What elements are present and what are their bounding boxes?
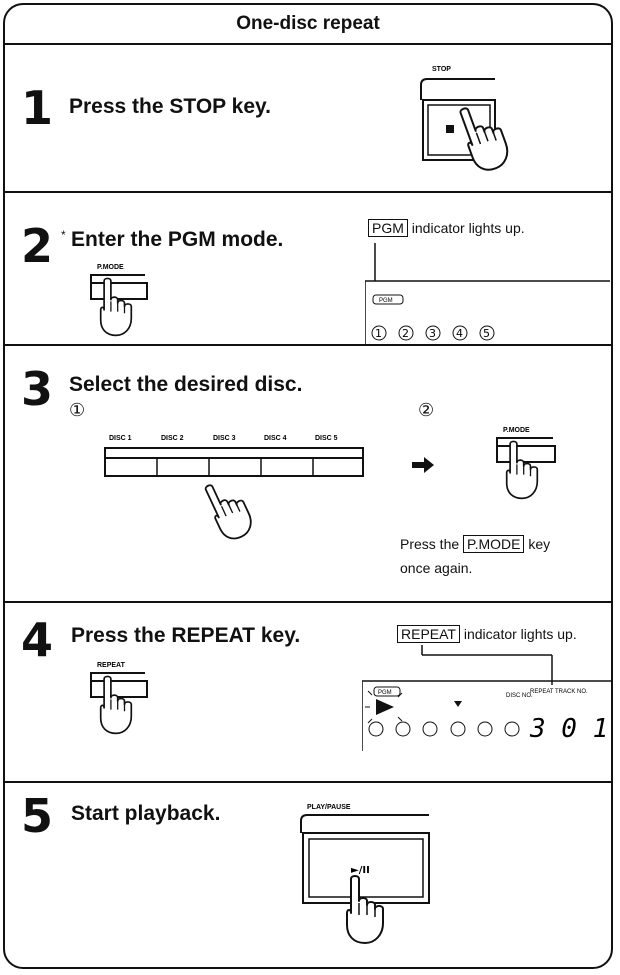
pmode-key-label: P.MODE xyxy=(503,427,530,434)
disc-no-label: DISC NO. xyxy=(506,693,533,699)
play-pause-symbol: ►/II xyxy=(351,865,370,876)
step-number: 5 xyxy=(21,789,54,843)
disc-number: 3 xyxy=(429,327,436,340)
disc-number: 4 xyxy=(456,327,463,340)
step-2: 2 * Enter the PGM mode. PGM indicator li… xyxy=(5,193,611,346)
disc-3-label: DISC 3 xyxy=(213,435,236,442)
disc-5-label: DISC 5 xyxy=(315,435,338,442)
pmode-key-illustration[interactable]: P.MODE xyxy=(491,420,591,510)
play-indicator-icon xyxy=(376,699,394,715)
step-number: 2 xyxy=(21,219,54,273)
step-4: 4 Press the REPEAT key. REPEAT indicator… xyxy=(5,603,611,783)
step-heading: Press the REPEAT key. xyxy=(71,624,301,647)
pointing-hand-icon xyxy=(200,474,258,545)
arrow-right-icon xyxy=(412,457,434,473)
footnote-mark: * xyxy=(61,228,66,242)
pgm-display-illustration: PGM 1 2 3 4 5 xyxy=(365,243,610,344)
disc-2-label: DISC 2 xyxy=(161,435,184,442)
disc-number: 5 xyxy=(483,327,490,340)
pmode-key-label: P.MODE xyxy=(97,264,124,271)
pmode-key-illustration[interactable]: P.MODE xyxy=(85,259,185,344)
step-heading: Press the STOP key. xyxy=(69,95,271,118)
repeat-key-illustration[interactable]: REPEAT xyxy=(85,659,185,749)
indicator-note: PGM indicator lights up. xyxy=(368,219,525,237)
display-pgm-label: PGM xyxy=(378,690,392,696)
indicator-note: REPEAT indicator lights up. xyxy=(397,625,577,643)
selected-disc-marker-icon xyxy=(454,701,462,707)
pmode-key-box: P.MODE xyxy=(463,535,525,553)
step-number: 1 xyxy=(21,81,54,135)
track-readout: 3 0 1 xyxy=(529,714,608,744)
stop-key-label: STOP xyxy=(432,66,451,73)
disc-keys-illustration[interactable]: DISC 1 DISC 2 DISC 3 DISC 4 DISC 5 xyxy=(101,432,371,552)
display-pgm-label: PGM xyxy=(379,298,393,304)
step-heading: Enter the PGM mode. xyxy=(71,228,284,251)
step-5: 5 Start playback. PLAY/PAUSE ►/II xyxy=(5,783,611,967)
repeat-display-illustration: PGM DISC NO. REPEAT TRACK NO. 3 0 1 xyxy=(362,645,611,751)
press-pmode-note: Press the P.MODE key once again. xyxy=(400,535,551,576)
step-1: 1 Press the STOP key. STOP xyxy=(5,43,611,193)
disc-number: 2 xyxy=(402,327,409,340)
stop-key-illustration[interactable]: STOP xyxy=(415,55,555,190)
play-pause-key-label: PLAY/PAUSE xyxy=(307,804,351,811)
play-pause-key-illustration[interactable]: PLAY/PAUSE ►/II xyxy=(295,797,435,965)
instruction-frame: One-disc repeat 1 Press the STOP key. ST… xyxy=(3,3,613,969)
substep-1-marker: ① xyxy=(69,400,86,421)
disc-4-label: DISC 4 xyxy=(264,435,287,442)
page-title: One-disc repeat xyxy=(5,5,611,45)
repeat-key-label: REPEAT xyxy=(97,662,126,669)
pgm-indicator-box: PGM xyxy=(368,219,408,237)
step-number: 4 xyxy=(21,613,54,667)
disc-1-label: DISC 1 xyxy=(109,435,132,442)
step-3: 3 Select the desired disc. ① ② DISC 1 DI… xyxy=(5,346,611,603)
repeat-track-label: REPEAT TRACK NO. xyxy=(530,689,588,695)
indicator-note-text: indicator lights up. xyxy=(411,220,525,236)
indicator-note-text: indicator lights up. xyxy=(463,626,577,642)
stop-symbol-icon xyxy=(446,125,454,133)
repeat-indicator-box: REPEAT xyxy=(397,625,460,643)
disc-number: 1 xyxy=(375,327,382,340)
substep-2-marker: ② xyxy=(418,400,435,421)
step-number: 3 xyxy=(21,362,54,416)
step-heading: Select the desired disc. xyxy=(69,373,303,396)
step-heading: Start playback. xyxy=(71,802,221,825)
